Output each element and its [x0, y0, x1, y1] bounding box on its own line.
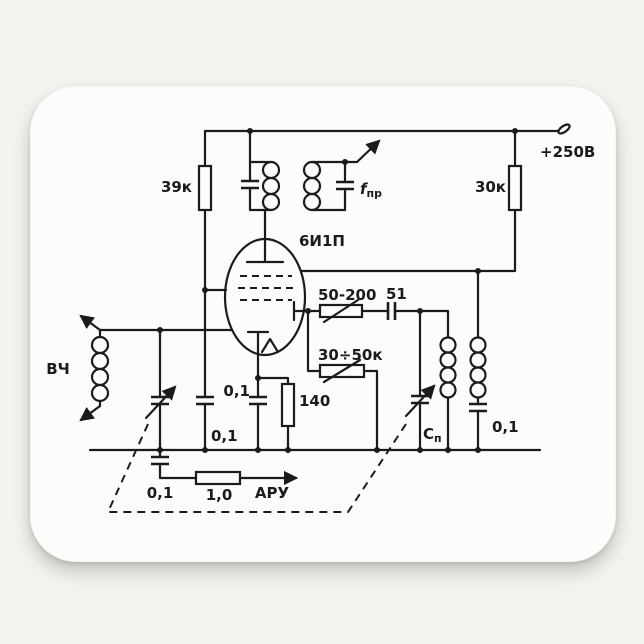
- supply-terminal: [557, 123, 571, 135]
- label-resistor-39k: 39к: [161, 178, 192, 196]
- oscillator-coil-left: [439, 336, 457, 399]
- label-cathode-capacitor: 0,1: [223, 382, 250, 400]
- resistor-50-200-body: [318, 303, 364, 319]
- label-resistor-50-200: 50-200: [318, 286, 376, 304]
- label-grid-capacitor: 0,1: [211, 427, 238, 445]
- label-resistor-30k: 30к: [475, 178, 506, 196]
- rf-input-coil: [90, 335, 110, 403]
- resistor-30k-body: [507, 164, 523, 212]
- tube-envelope: [223, 237, 307, 357]
- label-if-frequency: fпр: [360, 180, 382, 200]
- resistor-agc-body: [194, 470, 242, 486]
- if-output-arrow: [355, 139, 381, 164]
- label-rf-input: ВЧ: [46, 360, 70, 378]
- label-agc-resistor: 1,0: [206, 486, 233, 504]
- variable-cap-1-arrow: [144, 385, 177, 420]
- variable-cap-2-arrow: [404, 384, 436, 418]
- label-resistor-30-50k: 30÷50к: [318, 346, 383, 364]
- tube-grid-dashes: [238, 275, 293, 301]
- gang-tuning-dashed-link: [106, 423, 407, 513]
- resistor-39k-body: [197, 164, 213, 212]
- label-tuning-capacitor-base: C: [423, 425, 434, 443]
- label-agc-capacitor: 0,1: [147, 484, 174, 502]
- label-oscillator-capacitor: 0,1: [492, 418, 519, 436]
- label-tuning-capacitor-sub: п: [434, 432, 442, 445]
- wires: [88, 129, 560, 480]
- label-agc: АРУ: [255, 484, 290, 502]
- label-supply-voltage: +250В: [540, 143, 595, 161]
- if-transformer-secondary-coil: [302, 160, 322, 212]
- rf-input-arrow-bottom: [79, 404, 102, 422]
- capacitor-plates: [151, 179, 487, 466]
- resistor-30-50k-body: [318, 363, 366, 379]
- trimmer-slashes: [322, 298, 362, 384]
- if-transformer-primary-coil: [261, 160, 281, 212]
- label-if-frequency-sub: пр: [367, 187, 383, 200]
- label-capacitor-51: 51: [386, 285, 407, 303]
- label-if-frequency-base: f: [360, 180, 369, 198]
- tube-heater: [260, 337, 280, 354]
- oscillator-coil-right: [469, 336, 487, 399]
- label-resistor-140: 140: [299, 392, 330, 410]
- resistor-140-body: [280, 382, 296, 428]
- label-tube-type: 6И1П: [299, 232, 345, 250]
- tube-6i1p: [223, 237, 307, 357]
- rf-input-arrow-top: [79, 314, 102, 332]
- label-tuning-capacitor: Cп: [423, 425, 442, 445]
